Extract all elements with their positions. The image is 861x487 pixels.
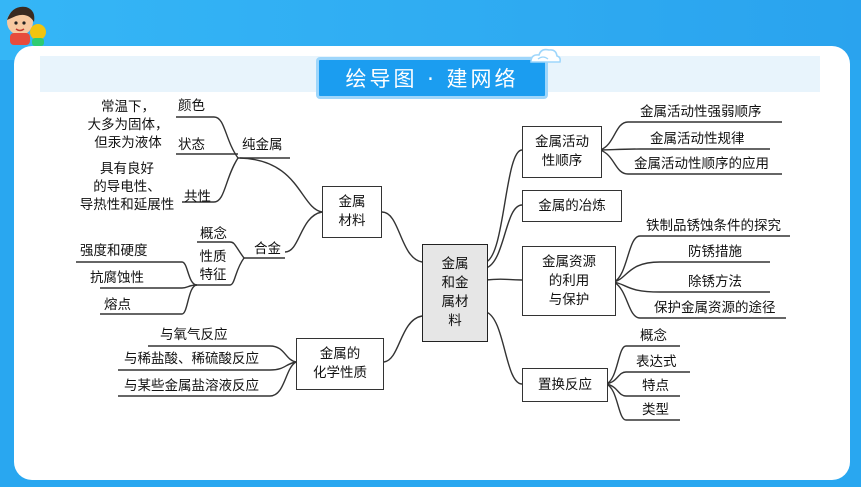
common-desc-line: 具有良好 [100, 161, 154, 177]
state-desc-line: 常温下， [101, 99, 155, 115]
center-line: 料 [448, 313, 462, 329]
state-desc-line: 但汞为液体 [94, 135, 162, 151]
center-line: 金属 [441, 256, 469, 272]
chemical-item: 与稀盐酸、稀硫酸反应 [124, 351, 259, 367]
center-node: 金属 和金 属材 料 [422, 244, 488, 342]
common-description: 具有良好 的导电性、 导热性和延展性 [72, 160, 182, 214]
mascot-illustration [7, 6, 46, 46]
label-alloy-concept: 概念 [200, 226, 227, 242]
alloy-prop-item: 熔点 [104, 297, 131, 313]
chemical-item: 与某些金属盐溶液反应 [124, 378, 259, 394]
resources-item: 防锈措施 [688, 244, 742, 260]
displacement-item: 类型 [642, 402, 669, 418]
node-chemical-properties: 金属的 化学性质 [296, 338, 384, 390]
node-line: 与保护 [548, 291, 590, 308]
cloud-ornament-icon [530, 48, 561, 63]
displacement-item: 表达式 [636, 354, 677, 370]
state-description: 常温下， 大多为固体， 但汞为液体 [86, 98, 170, 152]
center-line: 属材 [441, 294, 469, 310]
node-line: 金属资源 [542, 253, 596, 270]
node-resources: 金属资源 的利用 与保护 [522, 246, 616, 316]
state-desc-line: 大多为固体， [87, 117, 169, 133]
node-displacement: 置换反应 [522, 368, 608, 402]
label-alloy-properties: 性质 特征 [196, 248, 230, 284]
resources-item: 保护金属资源的途径 [654, 300, 776, 316]
alloy-prop-item: 抗腐蚀性 [90, 270, 144, 286]
node-line: 性顺序 [541, 153, 583, 169]
common-desc-line: 的导电性、 [93, 179, 161, 195]
label-state: 状态 [178, 137, 205, 153]
props-line: 特征 [199, 267, 227, 283]
activity-item: 金属活动性顺序的应用 [634, 156, 769, 172]
label-color: 颜色 [178, 98, 205, 114]
label-alloy: 合金 [254, 241, 281, 257]
activity-item: 金属活动性规律 [650, 131, 745, 147]
displacement-item: 特点 [642, 378, 669, 394]
node-line: 金属的 [319, 346, 361, 362]
activity-item: 金属活动性强弱顺序 [640, 104, 762, 120]
node-smelting: 金属的冶炼 [522, 190, 622, 222]
node-line: 金属活动 [535, 134, 589, 150]
node-line: 化学性质 [313, 365, 367, 381]
displacement-item: 概念 [640, 328, 667, 344]
page-title: 绘导图 · 建网络 [316, 57, 548, 99]
node-line: 金属 [338, 194, 366, 210]
resources-item: 除锈方法 [688, 274, 742, 290]
node-metal-materials: 金属 材料 [322, 186, 382, 238]
node-line: 的利用 [548, 272, 590, 289]
common-desc-line: 导热性和延展性 [79, 197, 175, 213]
chemical-item: 与氧气反应 [160, 327, 228, 343]
props-line: 性质 [199, 249, 227, 265]
node-line: 材料 [338, 213, 366, 229]
label-common: 共性 [184, 189, 211, 205]
center-line: 和金 [441, 275, 469, 291]
label-pure-metal: 纯金属 [242, 137, 283, 153]
alloy-prop-item: 强度和硬度 [80, 243, 148, 259]
node-activity-series: 金属活动 性顺序 [522, 126, 602, 178]
resources-item: 铁制品锈蚀条件的探究 [646, 218, 781, 234]
